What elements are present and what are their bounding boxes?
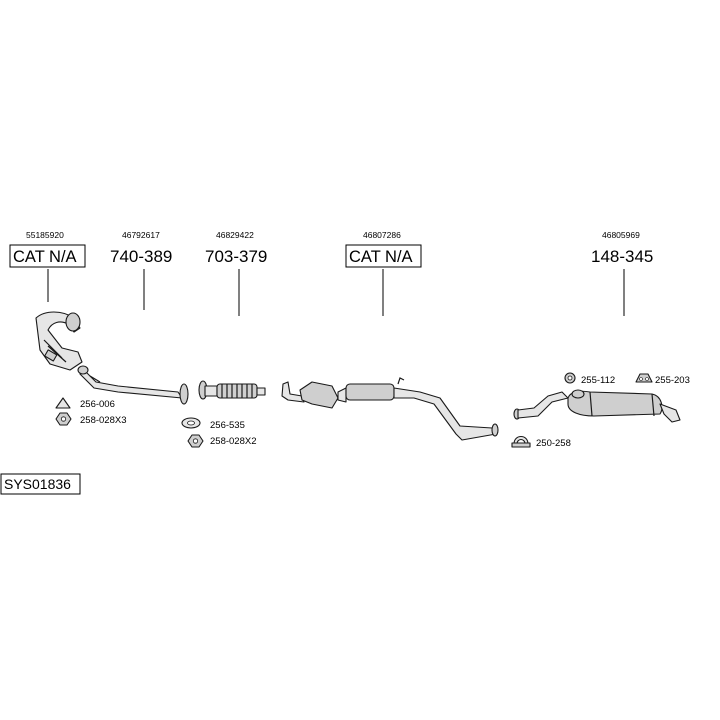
accessory-code: 258-028X2 bbox=[210, 436, 256, 447]
accessory-255-112[interactable]: 255-112 bbox=[564, 372, 615, 386]
oe-number: 46792617 bbox=[122, 230, 160, 240]
oe-number: 55185920 bbox=[26, 230, 64, 240]
part-label: 740-389 bbox=[110, 247, 172, 266]
accessory-code: 258-028X3 bbox=[80, 415, 126, 426]
front-catalyst-part[interactable] bbox=[35, 311, 83, 371]
part-group-2[interactable]: 46792617 740-389 bbox=[110, 230, 172, 310]
part-group-3[interactable]: 46829422 703-379 bbox=[205, 230, 267, 316]
oe-number: 46829422 bbox=[216, 230, 254, 240]
rubber-hanger-icon bbox=[635, 373, 653, 383]
label-frame bbox=[345, 244, 422, 268]
triangle-gasket-icon bbox=[55, 397, 71, 409]
rear-silencer-part[interactable] bbox=[513, 389, 681, 423]
accessory-code: 255-203 bbox=[655, 375, 690, 386]
part-group-1[interactable]: 55185920 CAT N/A bbox=[9, 230, 86, 302]
accessory-250-258[interactable]: 250-258 bbox=[511, 435, 571, 450]
accessory-code: 256-006 bbox=[80, 399, 115, 410]
part-label: CAT N/A bbox=[349, 248, 413, 266]
accessory-256-535[interactable]: 256-535 bbox=[181, 417, 245, 431]
part-label: CAT N/A bbox=[13, 248, 77, 266]
part-group-4[interactable]: 46807286 CAT N/A bbox=[345, 230, 422, 316]
front-pipe-part[interactable] bbox=[77, 365, 189, 405]
part-group-5[interactable]: 46805969 148-345 bbox=[591, 230, 653, 316]
accessory-255-203[interactable]: 255-203 bbox=[635, 373, 690, 386]
label-frame bbox=[9, 244, 86, 268]
accessory-258-028X2[interactable]: 258-028X2 bbox=[187, 434, 256, 448]
accessory-code: 250-258 bbox=[536, 438, 571, 449]
flex-pipe-part[interactable] bbox=[198, 380, 266, 400]
accessory-256-006[interactable]: 256-006 bbox=[55, 397, 115, 410]
accessory-code: 256-535 bbox=[210, 420, 245, 431]
accessory-code: 255-112 bbox=[581, 375, 615, 386]
system-code-box: SYS01836 bbox=[0, 473, 81, 495]
centre-section-part[interactable] bbox=[281, 377, 499, 441]
part-label: 703-379 bbox=[205, 247, 267, 266]
accessory-258-028X3[interactable]: 258-028X3 bbox=[55, 412, 126, 426]
system-code: SYS01836 bbox=[4, 476, 71, 492]
oe-number: 46805969 bbox=[602, 230, 640, 240]
oe-number: 46807286 bbox=[363, 230, 401, 240]
part-label: 148-345 bbox=[591, 247, 653, 266]
